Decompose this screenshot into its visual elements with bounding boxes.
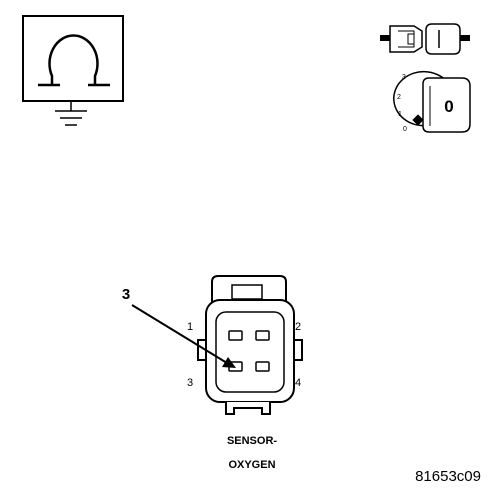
connector-name-line2: OXYGEN: [228, 459, 275, 471]
key-position-1: 1: [398, 111, 402, 118]
pin-label-2: 2: [295, 321, 301, 333]
key-position-2: 2: [397, 94, 401, 101]
disconnected-connector-icon: [380, 23, 470, 55]
pin-label-1: 1: [187, 321, 193, 333]
figure-reference: 81653c09: [415, 468, 481, 485]
oxygen-sensor-connector: [197, 275, 303, 415]
key-position-0: 0: [403, 126, 407, 133]
pin-cavity-4: [255, 361, 270, 372]
key-label: 0: [444, 97, 453, 116]
pin-label-4: 4: [295, 377, 301, 389]
connector-name-line1: SENSOR-: [227, 435, 277, 447]
key-position-3: 3: [402, 74, 406, 81]
ignition-key-icon: 3 2 1 0 0: [393, 70, 471, 133]
pin-cavity-1: [228, 330, 243, 341]
callout-arrow: [131, 304, 236, 368]
pin-cavity-2: [255, 330, 270, 341]
pin-label-3: 3: [187, 377, 193, 389]
callout-label: 3: [122, 286, 130, 303]
ohm-ground-icon: [22, 15, 124, 126]
